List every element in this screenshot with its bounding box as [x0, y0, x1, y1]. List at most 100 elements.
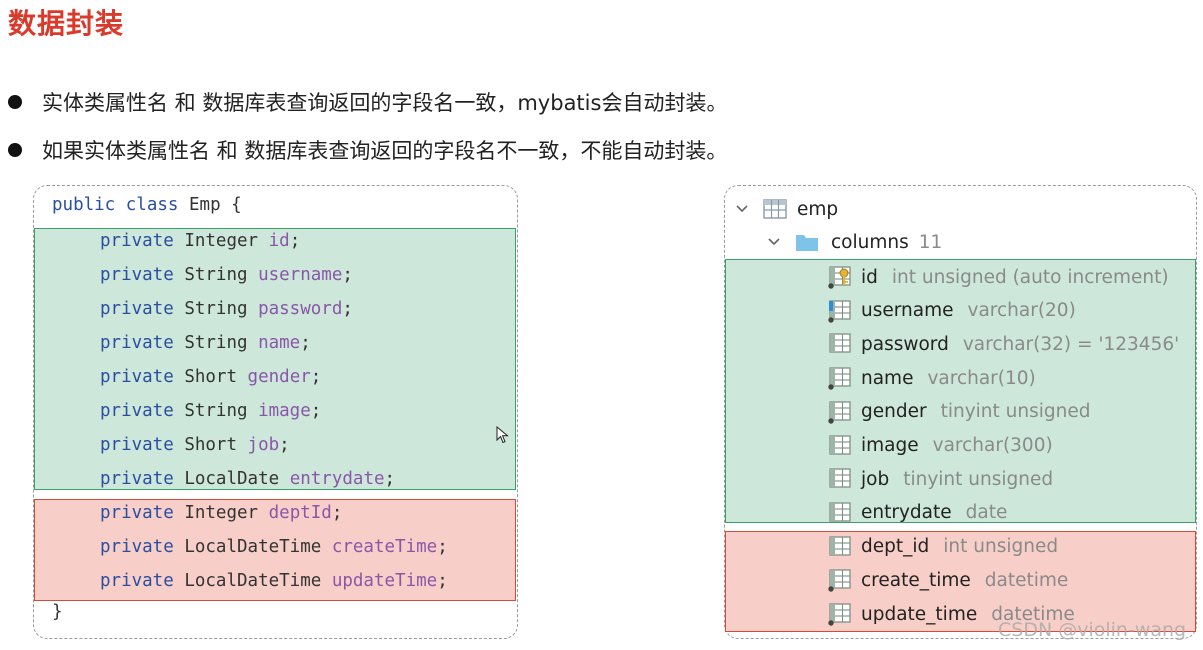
field-declaration: private Short gender; — [100, 367, 322, 387]
field-modifier: private — [100, 503, 174, 523]
mismatching-fields-highlight — [34, 499, 516, 601]
column-icon — [829, 535, 851, 556]
field-modifier: private — [100, 435, 174, 455]
column-name: dept_id — [861, 536, 930, 558]
column-node[interactable]: create_time datetime — [827, 565, 1068, 595]
column-node[interactable]: image varchar(300) — [827, 431, 1053, 461]
column-node[interactable]: update_time datetime — [827, 599, 1075, 629]
field-type: Integer — [184, 503, 259, 523]
entity-code-panel: public class Emp { private Integer id;pr… — [33, 185, 518, 639]
column-name: id — [861, 266, 878, 288]
field-declaration: private String name; — [100, 333, 311, 353]
field-type: LocalDateTime — [184, 571, 322, 591]
field-name: job — [247, 435, 280, 455]
matching-columns-highlight — [725, 259, 1196, 523]
bullet-dot-icon — [8, 143, 22, 157]
field-declaration: private String image; — [100, 401, 322, 421]
bullet-item: 实体类属性名 和 数据库表查询返回的字段名一致，mybatis会自动封装。 — [8, 78, 727, 126]
column-name: create_time — [861, 569, 971, 591]
field-type: Short — [184, 367, 237, 387]
field-name: id — [268, 231, 290, 251]
field-name: username — [258, 265, 343, 285]
column-type: datetime — [991, 603, 1075, 625]
column-node[interactable]: gender tinyint unsigned — [827, 397, 1090, 427]
field-type: Short — [184, 435, 237, 455]
field-modifier: private — [100, 469, 174, 489]
table-node[interactable]: emp — [735, 194, 838, 224]
column-type: tinyint unsigned — [903, 468, 1054, 490]
field-modifier: private — [100, 571, 174, 591]
mouse-pointer-icon — [496, 426, 509, 444]
not-null-column-icon — [828, 367, 851, 390]
field-type: String — [184, 333, 248, 353]
bullet-text: 如果实体类属性名 和 数据库表查询返回的字段名不一致，不能自动封装。 — [42, 139, 728, 163]
chevron-down-icon[interactable] — [735, 202, 749, 216]
field-modifier: private — [100, 231, 174, 251]
field-name: createTime — [331, 537, 438, 557]
table-name: emp — [797, 198, 839, 220]
columns-folder-node[interactable]: columns 11 — [767, 227, 942, 257]
field-modifier: private — [100, 299, 174, 319]
not-null-column-icon — [828, 569, 851, 592]
open-brace: { — [231, 195, 242, 215]
field-declaration: private String username; — [100, 265, 353, 285]
primary-key-column-icon — [828, 266, 851, 289]
field-name: name — [258, 333, 301, 353]
watermark: CSDN @violin-wang — [998, 619, 1187, 641]
field-type: String — [184, 265, 248, 285]
column-node[interactable]: name varchar(10) — [827, 363, 1036, 393]
field-declaration: private Short job; — [100, 435, 290, 455]
bullet-list: 实体类属性名 和 数据库表查询返回的字段名一致，mybatis会自动封装。 如果… — [8, 78, 727, 174]
not-null-column-icon — [828, 603, 851, 626]
field-type: LocalDateTime — [184, 537, 322, 557]
unique-column-icon — [828, 300, 851, 323]
field-name: password — [258, 299, 343, 319]
field-type: Integer — [184, 231, 259, 251]
field-type: String — [184, 299, 248, 319]
column-name: password — [861, 333, 949, 355]
column-icon — [829, 502, 851, 522]
field-declaration: private Integer id; — [100, 231, 301, 251]
field-name: gender — [247, 367, 311, 387]
field-modifier: private — [100, 333, 174, 353]
column-name: name — [861, 367, 914, 389]
closing-brace: } — [52, 602, 63, 622]
folder-icon — [796, 235, 818, 251]
column-type: datetime — [984, 569, 1069, 591]
field-modifier: private — [100, 367, 174, 387]
field-modifier: private — [100, 401, 174, 421]
folder-name: columns — [831, 231, 909, 253]
field-modifier: private — [100, 265, 174, 285]
table-icon — [763, 199, 787, 219]
keyword-public: public — [52, 195, 116, 215]
not-null-column-icon — [828, 401, 851, 424]
column-name: update_time — [861, 603, 978, 625]
chevron-down-icon[interactable] — [767, 235, 781, 249]
matching-fields-highlight — [34, 228, 516, 490]
field-declaration: private LocalDateTime createTime; — [100, 537, 448, 557]
column-name: username — [861, 300, 954, 322]
field-declaration: private LocalDateTime updateTime; — [100, 571, 448, 591]
field-type: LocalDate — [184, 469, 280, 489]
class-declaration: public class Emp { — [52, 195, 242, 215]
page-title: 数据封装 — [8, 7, 125, 40]
column-type: varchar(10) — [927, 367, 1036, 389]
column-name: image — [861, 435, 919, 456]
column-name: gender — [861, 401, 927, 423]
field-name: deptId — [268, 503, 332, 523]
column-type: varchar(300) — [932, 435, 1053, 456]
field-name: entrydate — [289, 469, 385, 489]
field-modifier: private — [100, 537, 174, 557]
column-type: tinyint unsigned — [940, 401, 1091, 423]
column-icon — [829, 434, 851, 455]
bullet-text: 实体类属性名 和 数据库表查询返回的字段名一致，mybatis会自动封装。 — [42, 91, 728, 115]
keyword-class: class — [125, 195, 179, 215]
field-declaration: private Integer deptId; — [100, 503, 343, 523]
